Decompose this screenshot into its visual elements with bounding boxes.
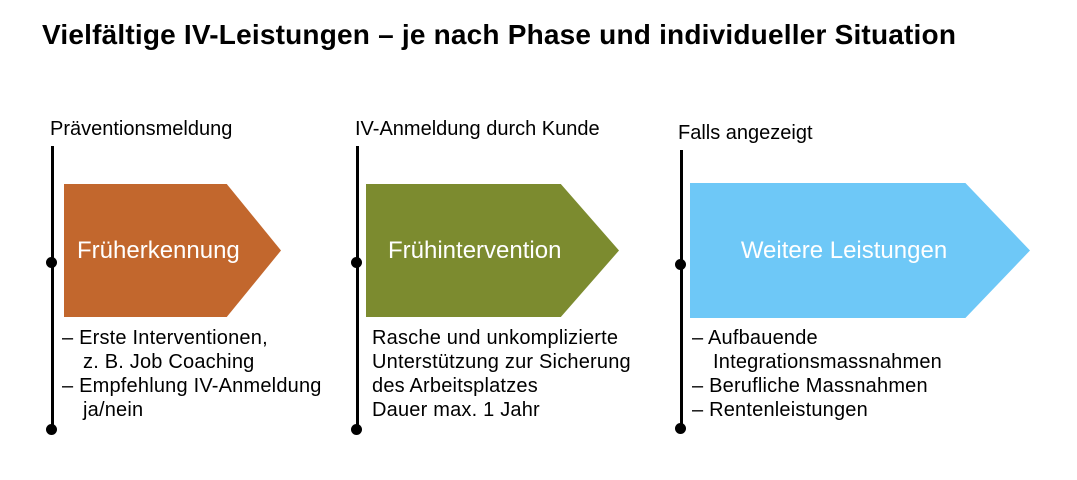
phase-1-arrow-label: Früherkennung: [77, 236, 240, 264]
list-item: – Berufliche Massnahmen: [692, 375, 928, 397]
page-title: Vielfältige IV-Leistungen – je nach Phas…: [42, 19, 957, 50]
phase-1-trigger-label: Präventionsmeldung: [50, 118, 233, 140]
list-item: Dauer max. 1 Jahr: [372, 399, 540, 421]
phase-2-connector-line: [356, 146, 359, 429]
list-item: – Aufbauende: [692, 327, 818, 349]
phase-1-connector-dot-bottom: [46, 424, 57, 435]
list-item: z. B. Job Coaching: [83, 351, 255, 373]
phase-1-connector-dot-top: [46, 257, 57, 268]
phase-3-arrow-label: Weitere Leistungen: [740, 236, 948, 264]
list-item: – Erste Interventionen,: [62, 327, 268, 349]
list-item: Rasche und unkomplizierte: [372, 327, 619, 349]
phase-2-connector-dot-bottom: [351, 424, 362, 435]
list-item: Integrationsmassnahmen: [713, 351, 942, 373]
phase-2-connector-dot-top: [351, 257, 362, 268]
list-item: Unterstützung zur Sicherung: [372, 351, 631, 373]
phase-3-detail-list: – Aufbauende Integrationsmassnahmen – Be…: [692, 326, 942, 422]
phase-3-trigger-label: Falls angezeigt: [678, 122, 813, 144]
phase-1-connector-line: [51, 146, 54, 430]
phase-2-arrow-label: Frühintervention: [388, 236, 562, 264]
phase-1-arrow: Früherkennung: [64, 184, 281, 317]
list-item: ja/nein: [83, 399, 144, 421]
phase-3-connector-dot-bottom: [675, 423, 686, 434]
phase-2-trigger-label: IV-Anmeldung durch Kunde: [355, 118, 600, 140]
phase-2-arrow: Frühintervention: [366, 184, 619, 317]
phase-3-connector-dot-top: [675, 259, 686, 270]
phase-3-connector-line: [680, 150, 683, 428]
list-item: – Rentenleistungen: [692, 399, 868, 421]
list-item: des Arbeitsplatzes: [372, 375, 538, 397]
phase-1-detail-list: – Erste Interventionen, z. B. Job Coachi…: [62, 326, 322, 422]
phase-3-arrow: Weitere Leistungen: [690, 183, 1030, 318]
list-item: – Empfehlung IV-Anmeldung: [62, 375, 322, 397]
phase-2-detail-list: Rasche und unkomplizierte Unterstützung …: [372, 326, 631, 422]
